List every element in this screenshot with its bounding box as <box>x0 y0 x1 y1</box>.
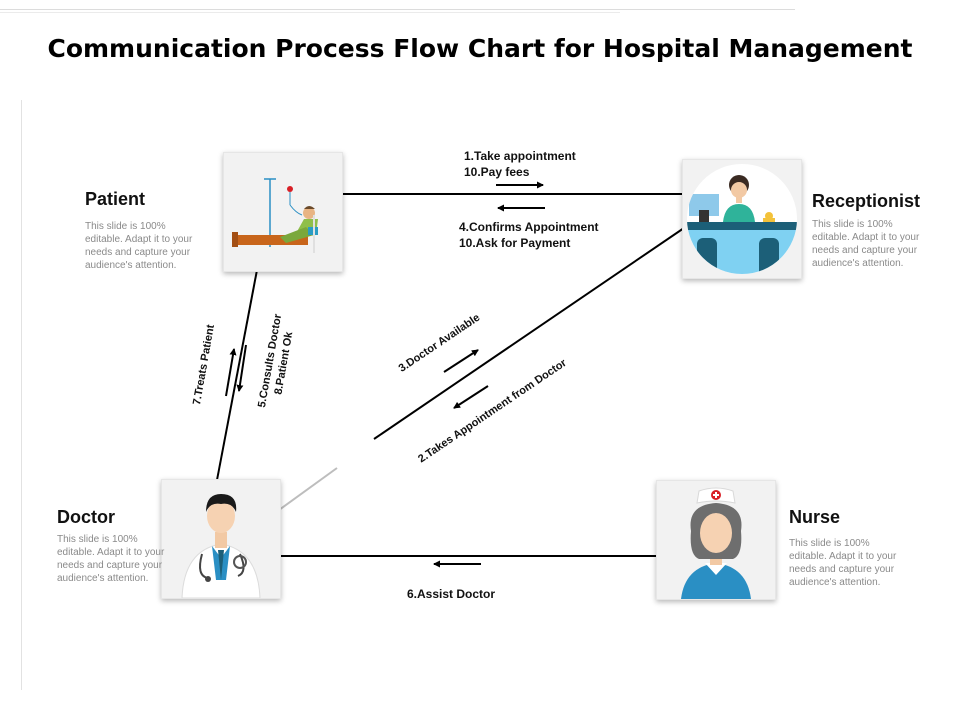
flow-label-line: 1.Take appointment <box>464 149 576 163</box>
receptionist-description: This slide is 100% editable. Adapt it to… <box>812 219 920 269</box>
arrow-doctor-available <box>443 349 479 373</box>
receptionist-doctor-line-faint <box>278 467 338 511</box>
doctor-card <box>161 479 281 599</box>
receptionist-doctor-line <box>373 227 685 440</box>
patient-bed-icon <box>232 178 318 253</box>
patient-card <box>223 152 343 272</box>
page-title: Communication Process Flow Chart for Hos… <box>47 34 913 63</box>
doctor-title: Doctor <box>57 507 115 527</box>
flow-label-line: 10.Pay fees <box>464 165 530 179</box>
doctor-description: This slide is 100% editable. Adapt it to… <box>57 534 165 584</box>
flow-label-to-receptionist: 1.Take appointment 10.Pay fees <box>464 148 576 180</box>
receptionist-desk-icon <box>687 164 797 274</box>
receptionist-card <box>682 159 802 279</box>
left-rule <box>21 100 22 690</box>
nurse-card <box>656 480 776 600</box>
patient-description: This slide is 100% editable. Adapt it to… <box>85 221 193 271</box>
nurse-title: Nurse <box>789 507 841 527</box>
arrow-takes-appointment <box>453 385 489 409</box>
flow-label-to-patient: 4.Confirms Appointment 10.Ask for Paymen… <box>459 219 599 251</box>
top-rule <box>0 9 795 10</box>
top-rule-secondary <box>0 12 620 13</box>
receptionist-title: Receptionist <box>812 191 921 211</box>
arrow-treats-up <box>225 348 237 397</box>
nurse-icon <box>681 487 751 599</box>
nurse-description: This slide is 100% editable. Adapt it to… <box>789 538 897 588</box>
arrow-consults-down <box>236 344 247 392</box>
flow-label-line: 10.Ask for Payment <box>459 236 571 250</box>
patient-doctor-line <box>216 269 258 481</box>
patient-title: Patient <box>85 189 146 209</box>
flow-label-assist-doctor: 6.Assist Doctor <box>407 587 496 601</box>
doctor-icon <box>181 494 261 598</box>
flow-label-line: 4.Confirms Appointment <box>459 220 599 234</box>
